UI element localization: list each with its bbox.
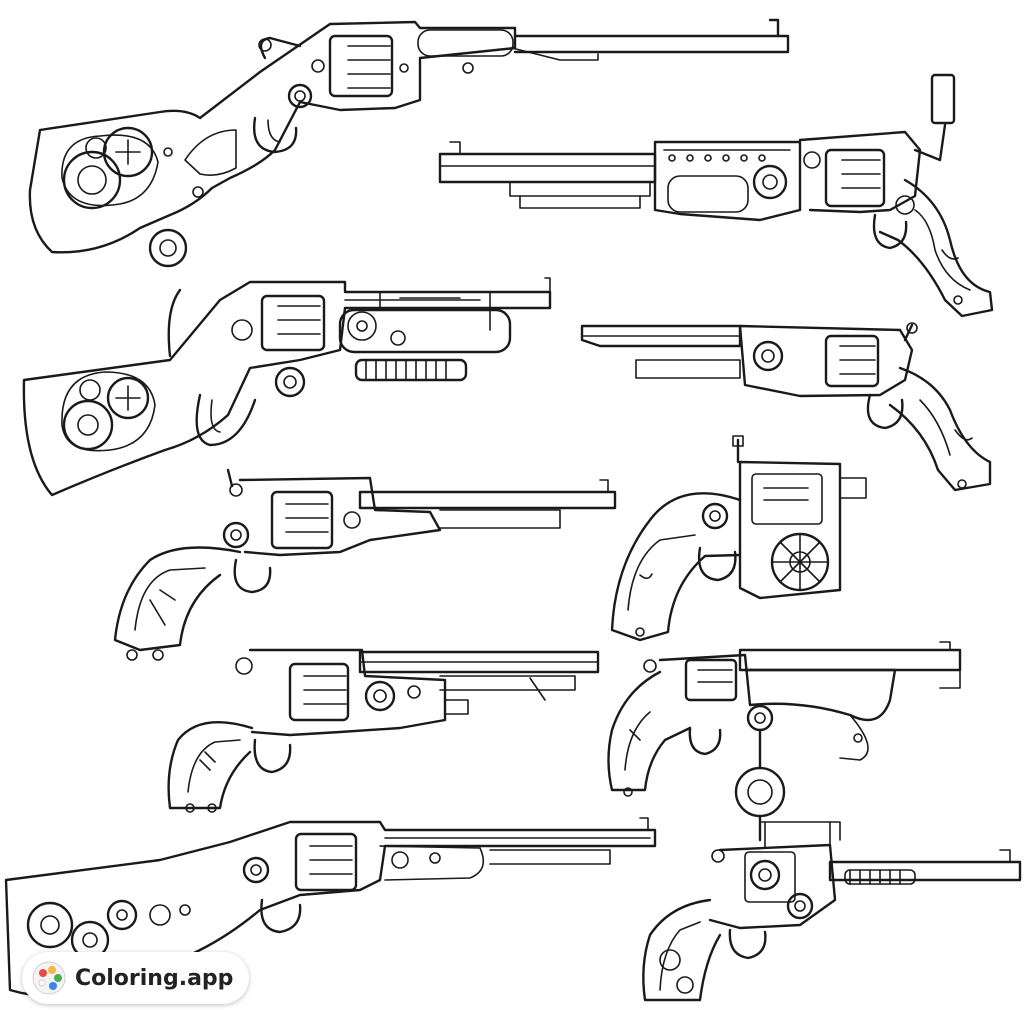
- revolver-10: [642, 821, 1022, 1002]
- rifle-1: [28, 18, 790, 254]
- revolver-8: [607, 641, 962, 842]
- revolver-5: [113, 468, 617, 661]
- rifle-3: [22, 228, 552, 497]
- palette-icon: [32, 961, 66, 995]
- brand-name: Coloring.app: [75, 965, 234, 991]
- revolver-4: [580, 322, 992, 492]
- brand-badge[interactable]: Coloring.app: [22, 952, 250, 1004]
- revolver-7: [167, 648, 600, 813]
- revolver-2: [438, 73, 994, 318]
- revolver-6: [610, 435, 867, 642]
